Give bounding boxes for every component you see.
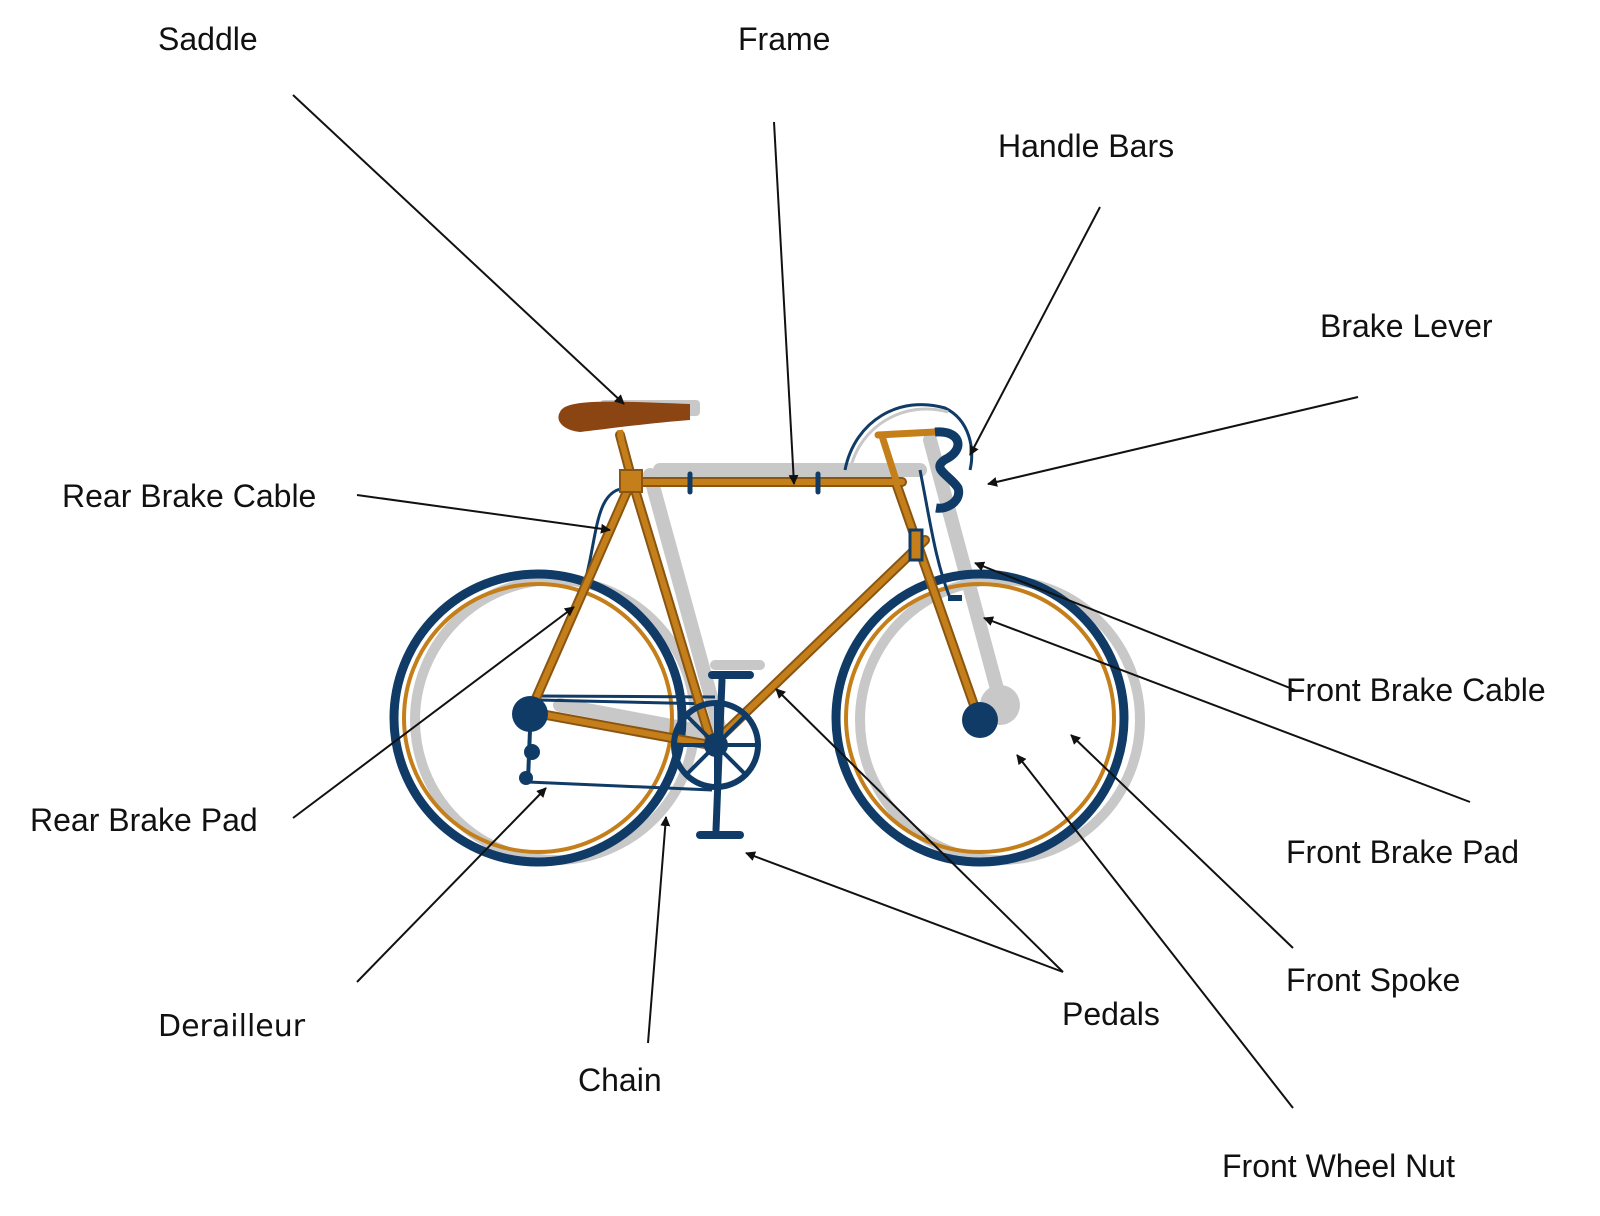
saddle-leader bbox=[292, 94, 625, 405]
pedals-leader-2 bbox=[775, 688, 1064, 973]
label-front-brake-cable: Front Brake Cable bbox=[1286, 672, 1546, 708]
derailleur bbox=[519, 729, 540, 785]
label-front-brake-pad: Front Brake Pad bbox=[1286, 834, 1519, 870]
label-front-spoke: Front Spoke bbox=[1286, 962, 1461, 998]
front-wheel-nut bbox=[962, 702, 998, 738]
chain bbox=[527, 694, 716, 792]
brake-lever-leader bbox=[987, 396, 1359, 487]
leader-lines bbox=[292, 94, 1471, 1109]
front-wheel bbox=[831, 569, 1129, 867]
front-brake-pad-leader bbox=[983, 616, 1471, 803]
front-spoke-leader bbox=[1070, 734, 1294, 949]
rear-brake-pad-leader bbox=[292, 606, 575, 819]
label-chain: Chain bbox=[578, 1062, 662, 1098]
label-saddle: Saddle bbox=[158, 21, 258, 57]
handle-bars bbox=[843, 403, 974, 601]
pedals bbox=[696, 671, 754, 839]
label-rear-brake-cable: Rear Brake Cable bbox=[62, 478, 317, 514]
bicycle-shadow bbox=[410, 400, 1145, 865]
rear-brake-cable-leader bbox=[356, 494, 611, 534]
label-pedals: Pedals bbox=[1062, 996, 1160, 1032]
bicycle-frame bbox=[525, 430, 980, 750]
saddle bbox=[558, 401, 690, 446]
handle-bars-leader bbox=[969, 206, 1101, 456]
frame-leader bbox=[773, 121, 799, 485]
chain-leader bbox=[647, 816, 671, 1044]
rear-hub bbox=[512, 696, 548, 732]
front-wheel-nut-leader bbox=[1016, 754, 1294, 1109]
label-brake-lever: Brake Lever bbox=[1320, 308, 1493, 344]
label-front-wheel-nut: Front Wheel Nut bbox=[1222, 1148, 1455, 1184]
label-derailleur: Derailleur bbox=[158, 1009, 306, 1044]
pedals-leader-1 bbox=[745, 851, 1064, 973]
front-brake-cable-leader bbox=[974, 561, 1296, 691]
label-handle-bars: Handle Bars bbox=[998, 128, 1175, 164]
label-rear-brake-pad: Rear Brake Pad bbox=[30, 802, 258, 838]
label-frame: Frame bbox=[738, 21, 831, 57]
derailleur-leader bbox=[356, 787, 547, 983]
